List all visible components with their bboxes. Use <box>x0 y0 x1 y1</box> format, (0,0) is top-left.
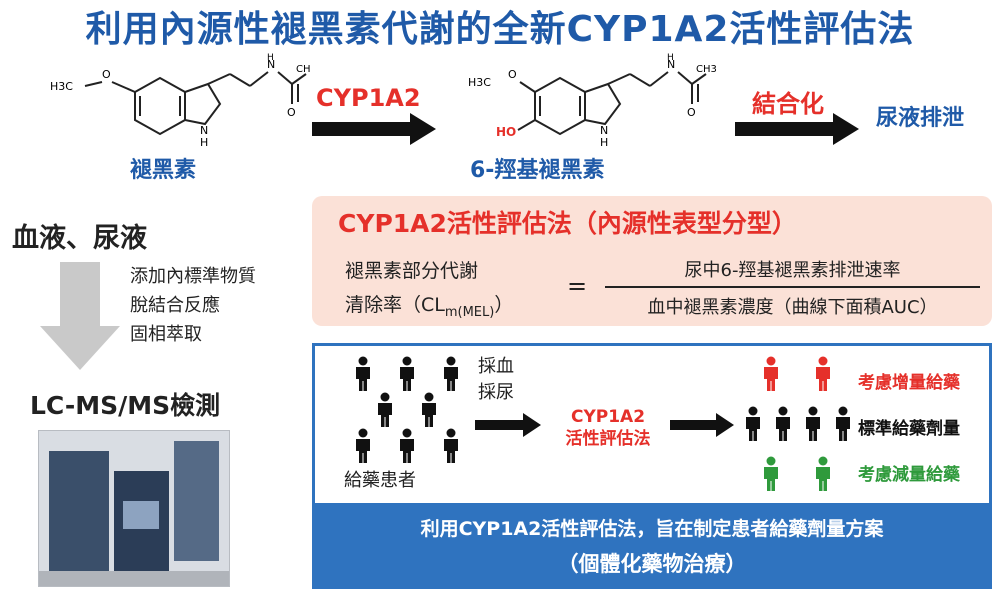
method-short-label: CYP1A2 活性評估法 <box>553 406 663 450</box>
clearance-line-2: 清除率（CLm(MEL)） <box>345 290 513 320</box>
person-icon <box>352 428 374 468</box>
conjugation-label: 結合化 <box>752 90 824 118</box>
collection-step: 採尿 <box>478 382 514 403</box>
indole-n-label-2: N <box>600 124 608 137</box>
workflow-arrow-1 <box>475 420 525 430</box>
indole-h-label-2: H <box>600 136 608 149</box>
person-icon-standard <box>772 406 794 446</box>
urinary-excretion-label: 尿液排泄 <box>876 106 965 131</box>
process-arrowhead <box>40 326 120 370</box>
workflow-arrowhead-1 <box>523 413 541 437</box>
amide-h-label-2: H <box>667 53 674 63</box>
lcms-instrument-photo <box>38 430 230 587</box>
clearance-prefix: 清除率（CL <box>345 294 445 316</box>
reaction-arrowhead-1 <box>410 113 436 145</box>
outcome-decrease: 考慮減量給藥 <box>858 465 960 485</box>
reaction-arrowhead-2 <box>833 113 859 145</box>
oxygen-label-2: O <box>508 68 517 81</box>
patients-label: 給藥患者 <box>344 470 416 491</box>
process-arrow <box>60 262 100 326</box>
person-icon <box>374 392 396 432</box>
collection-step: 採血 <box>478 356 514 377</box>
reaction-arrow-2 <box>735 122 835 136</box>
oxygen-label: O <box>102 68 111 81</box>
carbonyl-o-label: O <box>287 106 296 119</box>
outcome-increase: 考慮增量給藥 <box>858 373 960 393</box>
workflow-arrow-2 <box>670 420 718 430</box>
prep-steps: 添加內標準物質 脫結合反應 固相萃取 <box>130 262 256 349</box>
person-icon-decrease <box>760 456 782 496</box>
numerator: 尿中6-羥基褪黑素排泄速率 <box>684 260 901 281</box>
method-heading: CYP1A2活性評估法（內源性表型分型） <box>338 209 797 238</box>
clearance-suffix: ） <box>494 294 514 316</box>
person-icon-increase <box>760 356 782 396</box>
workflow-footer <box>312 503 992 589</box>
equals-sign: = <box>567 272 588 300</box>
denominator: 血中褪黑素濃度（曲線下面積AUC） <box>647 297 938 318</box>
method-short-line-1: CYP1A2 <box>570 407 646 427</box>
person-icon-increase <box>812 356 834 396</box>
h3c-label: H3C <box>50 80 73 93</box>
workflow-arrowhead-2 <box>716 413 734 437</box>
fraction-bar <box>605 286 980 288</box>
person-icon <box>418 392 440 432</box>
melatonin-label: 褪黑素 <box>130 158 197 183</box>
person-icon <box>352 356 374 396</box>
ch3-label-2: CH3 <box>696 64 717 75</box>
sample-label: 血液、尿液 <box>12 223 147 254</box>
person-icon-standard <box>802 406 824 446</box>
indole-h-label: H <box>200 136 208 149</box>
h3c-label-2: H3C <box>468 76 491 89</box>
method-box <box>312 196 992 326</box>
person-icon <box>396 428 418 468</box>
person-icon-standard <box>742 406 764 446</box>
clearance-subscript: m(MEL) <box>444 304 495 320</box>
footer-line-1: 利用CYP1A2活性評估法，旨在制定患者給藥劑量方案 <box>420 518 884 540</box>
ch3-label: CH3 <box>296 64 310 75</box>
prep-step: 添加內標準物質 <box>130 266 256 287</box>
indole-n-label: N <box>200 124 208 137</box>
prep-step: 固相萃取 <box>130 324 202 345</box>
hydroxymelatonin-label: 6-羥基褪黑素 <box>470 158 605 183</box>
method-short-line-2: 活性評估法 <box>565 429 651 449</box>
clearance-line-1: 褪黑素部分代謝 <box>345 260 479 282</box>
melatonin-structure: H3C O N H N H O CH3 <box>50 53 310 149</box>
hydroxy-label: HO <box>496 125 516 139</box>
person-icon <box>440 356 462 396</box>
person-icon-standard <box>832 406 854 446</box>
footer-line-2: （個體化藥物治療） <box>557 552 747 576</box>
person-icon <box>396 356 418 396</box>
hydroxymelatonin-structure: H3C O HO N H N H O CH3 <box>468 53 717 149</box>
cyp1a2-label: CYP1A2 <box>316 84 421 112</box>
outcome-standard: 標準給藥劑量 <box>858 419 960 439</box>
reaction-arrow-1 <box>312 122 412 136</box>
person-icon-decrease <box>812 456 834 496</box>
collection-steps: 採血 採尿 <box>478 354 514 406</box>
prep-step: 脫結合反應 <box>130 295 220 316</box>
amide-h-label: H <box>267 53 274 63</box>
amide-n-label: N <box>267 58 275 71</box>
carbonyl-o-label-2: O <box>687 106 696 119</box>
page-title: 利用內源性褪黑素代謝的全新CYP1A2活性評估法 <box>85 9 915 50</box>
amide-n-label-2: N <box>667 58 675 71</box>
person-icon <box>440 428 462 468</box>
detection-label: LC-MS/MS檢測 <box>30 391 221 420</box>
